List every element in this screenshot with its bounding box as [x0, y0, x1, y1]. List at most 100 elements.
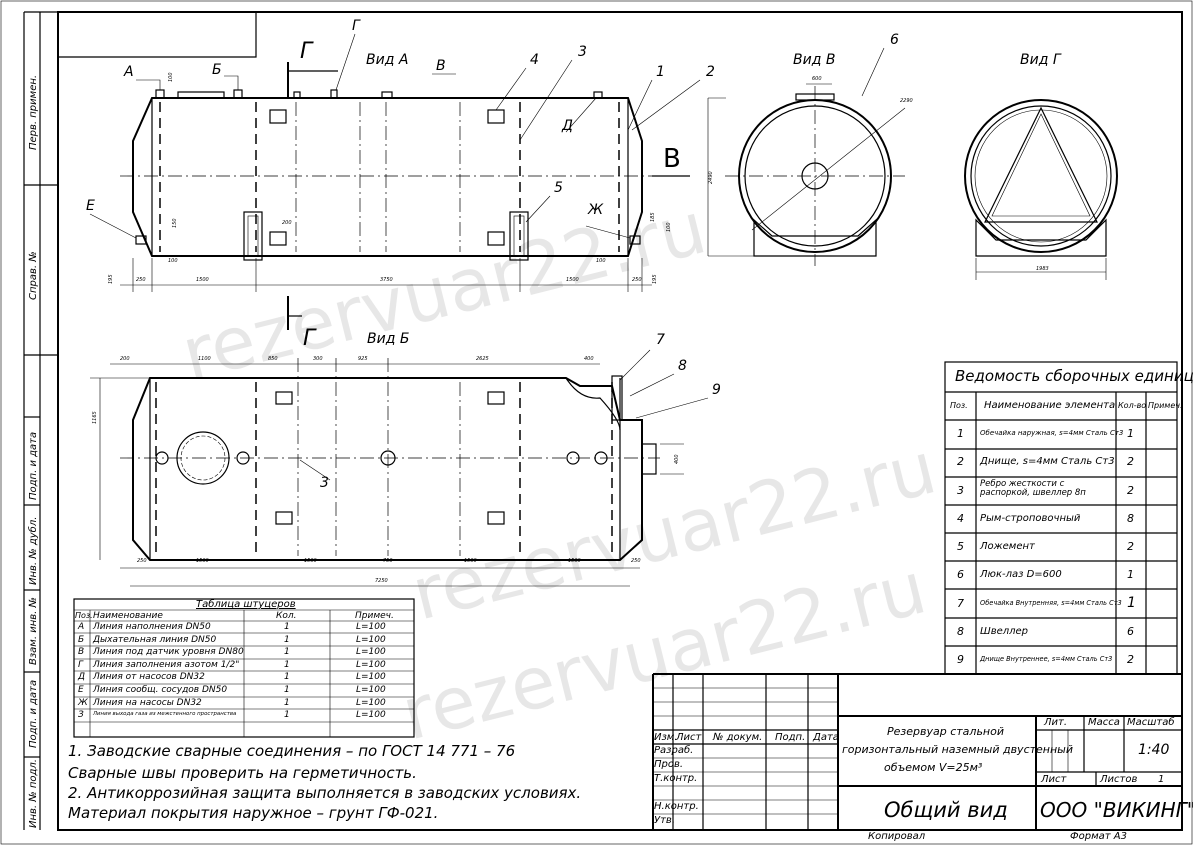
fitting-note: L=100 [356, 647, 386, 658]
note-line: Сварные швы проверить на герметичность. [68, 764, 417, 782]
tb-col-list: Лист [676, 732, 702, 743]
fitting-note: L=100 [356, 684, 386, 695]
assembly-header-qty: Кол-во [1118, 401, 1147, 410]
fitting-name: Дыхательная линия DN50 [93, 634, 217, 645]
fitting-pos: А [78, 622, 85, 632]
dim-main-150: 150 [172, 218, 178, 228]
fitting-letter-a: А [123, 64, 134, 80]
arrow-v-letter: В [663, 144, 681, 174]
pos-3b: 3 [320, 475, 329, 491]
fitting-qty: 1 [284, 647, 290, 658]
assembly-row: 7 Обечайка Внутренняя, s=4мм Сталь Ст3 1 [945, 590, 1177, 618]
fitting-note: L=100 [356, 659, 386, 670]
pos-5: 5 [554, 180, 563, 196]
corner-stamp [58, 12, 257, 58]
fittings-header-name: Наименование [93, 611, 163, 621]
dim-main-195a: 195 [108, 274, 114, 284]
assembly-pos: 8 [957, 625, 964, 639]
fitting-pos: В [78, 647, 85, 658]
assembly-title: Ведомость сборочных единиц [955, 367, 1193, 385]
assembly-qty: 2 [1127, 653, 1134, 667]
tb-scale-value: 1:40 [1138, 742, 1170, 758]
assembly-header-note: Примеч. [1148, 401, 1183, 410]
assembly-qty: 2 [1127, 540, 1134, 554]
fittings-header-note: Примеч. [355, 611, 394, 621]
fitting-pos: З [78, 710, 84, 721]
dim-main-250b: 250 [632, 277, 642, 283]
assembly-pos: 1 [957, 427, 964, 440]
assembly-qty: 1 [1127, 568, 1134, 582]
fitting-letter-g: Г [352, 18, 361, 34]
dim-b-bot-750: 750 [383, 558, 393, 564]
dim-main-200: 200 [282, 220, 292, 226]
assembly-name: Обечайка наружная, s=4мм Сталь Ст3 [980, 429, 1124, 437]
tb-mass-label: Масса [1088, 717, 1120, 728]
assembly-row: 6 Люк-лаз D=600 1 [945, 561, 1177, 589]
assembly-pos: 6 [957, 568, 964, 582]
assembly-row: 3 Ребро жесткости с распоркой, швеллер 8… [945, 477, 1177, 505]
tb-role-razrab: Разраб. [654, 745, 694, 756]
tb-sheets-label: Листов [1100, 774, 1138, 785]
section-g-bottom: Г [303, 326, 317, 351]
tb-col-data: Дата [813, 732, 839, 743]
fitting-name: Линия заполнения азотом 1/2" [93, 659, 240, 670]
fitting-row: Г Линия заполнения азотом 1/2" 1 L=100 [74, 660, 414, 673]
stamp-podp1: Подп. и дата [28, 432, 39, 500]
dim-b-bot-1500b: 1500 [304, 558, 317, 564]
tb-col-izm: Изм. [654, 732, 678, 743]
dim-b-side-1165: 1165 [92, 411, 98, 424]
dim-b-top-925: 925 [358, 356, 368, 362]
fitting-note: L=100 [356, 697, 386, 708]
tb-role-tkontr: Т.контр. [654, 773, 698, 784]
dim-b-top-2625: 2625 [476, 356, 489, 362]
tb-description-3: объемом V=25м³ [884, 761, 983, 774]
fitting-pos: Г [78, 659, 84, 670]
tb-description-1: Резервуар стальной [887, 725, 1004, 738]
fitting-name: Линия сообщ. сосудов DN50 [93, 684, 228, 695]
pos-9: 9 [712, 382, 721, 398]
assembly-name: Днище Внутреннее, s=4мм Сталь Ст3 [980, 655, 1113, 664]
assembly-row: 5 Ложемент 2 [945, 533, 1177, 561]
assembly-qty: 1 [1127, 594, 1136, 611]
fitting-note: L=100 [356, 634, 386, 645]
fittings-header-qty: Кол. [276, 611, 297, 621]
tb-format: Формат А3 [1070, 831, 1127, 842]
fitting-note: L=100 [356, 710, 386, 721]
fitting-pos: Д [78, 672, 86, 683]
assembly-pos: 3 [957, 483, 964, 497]
fitting-name: Линия под датчик уровня DN80 [93, 647, 244, 658]
fitting-name: Линия от насосов DN32 [93, 672, 205, 683]
view-a-label: Вид А [366, 52, 408, 68]
assembly-name: Рым-строповочный [980, 512, 1081, 524]
stamp-inv-podl: Инв. № подл. [28, 759, 39, 828]
assembly-qty: 6 [1127, 625, 1134, 639]
dim-main-100b: 100 [168, 258, 178, 264]
fitting-pos: Б [78, 634, 85, 645]
dim-b-top-400: 400 [584, 356, 594, 362]
assembly-row: 1 Обечайка наружная, s=4мм Сталь Ст3 1 [945, 420, 1177, 448]
fitting-pos: Ж [78, 697, 88, 708]
dim-main-100d: 100 [666, 222, 672, 232]
assembly-name: Швеллер [980, 626, 1029, 638]
section-g-top: Г [300, 39, 314, 64]
dim-b-top-200: 200 [120, 356, 130, 362]
fitting-letter-d: Д [561, 118, 573, 134]
view-b-label: Вид Б [367, 331, 409, 347]
assembly-pos: 5 [957, 540, 964, 554]
assembly-row: 9 Днище Внутреннее, s=4мм Сталь Ст3 2 [945, 646, 1177, 674]
dim-v-2290: 2290 [900, 98, 913, 104]
dim-b-top-1100: 1100 [198, 356, 211, 362]
dim-main-3750: 3750 [380, 277, 393, 283]
assembly-pos: 2 [957, 455, 964, 469]
fitting-note: L=100 [356, 622, 386, 632]
view-b-drawing [90, 358, 684, 587]
assembly-pos: 4 [957, 511, 964, 525]
dim-main-100a: 100 [168, 72, 174, 82]
view-v-drawing [708, 83, 906, 266]
tank-main-view [120, 62, 709, 330]
tb-col-podp: Подп. [775, 732, 806, 743]
assembly-qty: 8 [1127, 511, 1134, 525]
stamp-podp2: Подп. и дата [28, 680, 39, 748]
fitting-row: З Линия выхода газа из межстенного прост… [74, 710, 414, 723]
